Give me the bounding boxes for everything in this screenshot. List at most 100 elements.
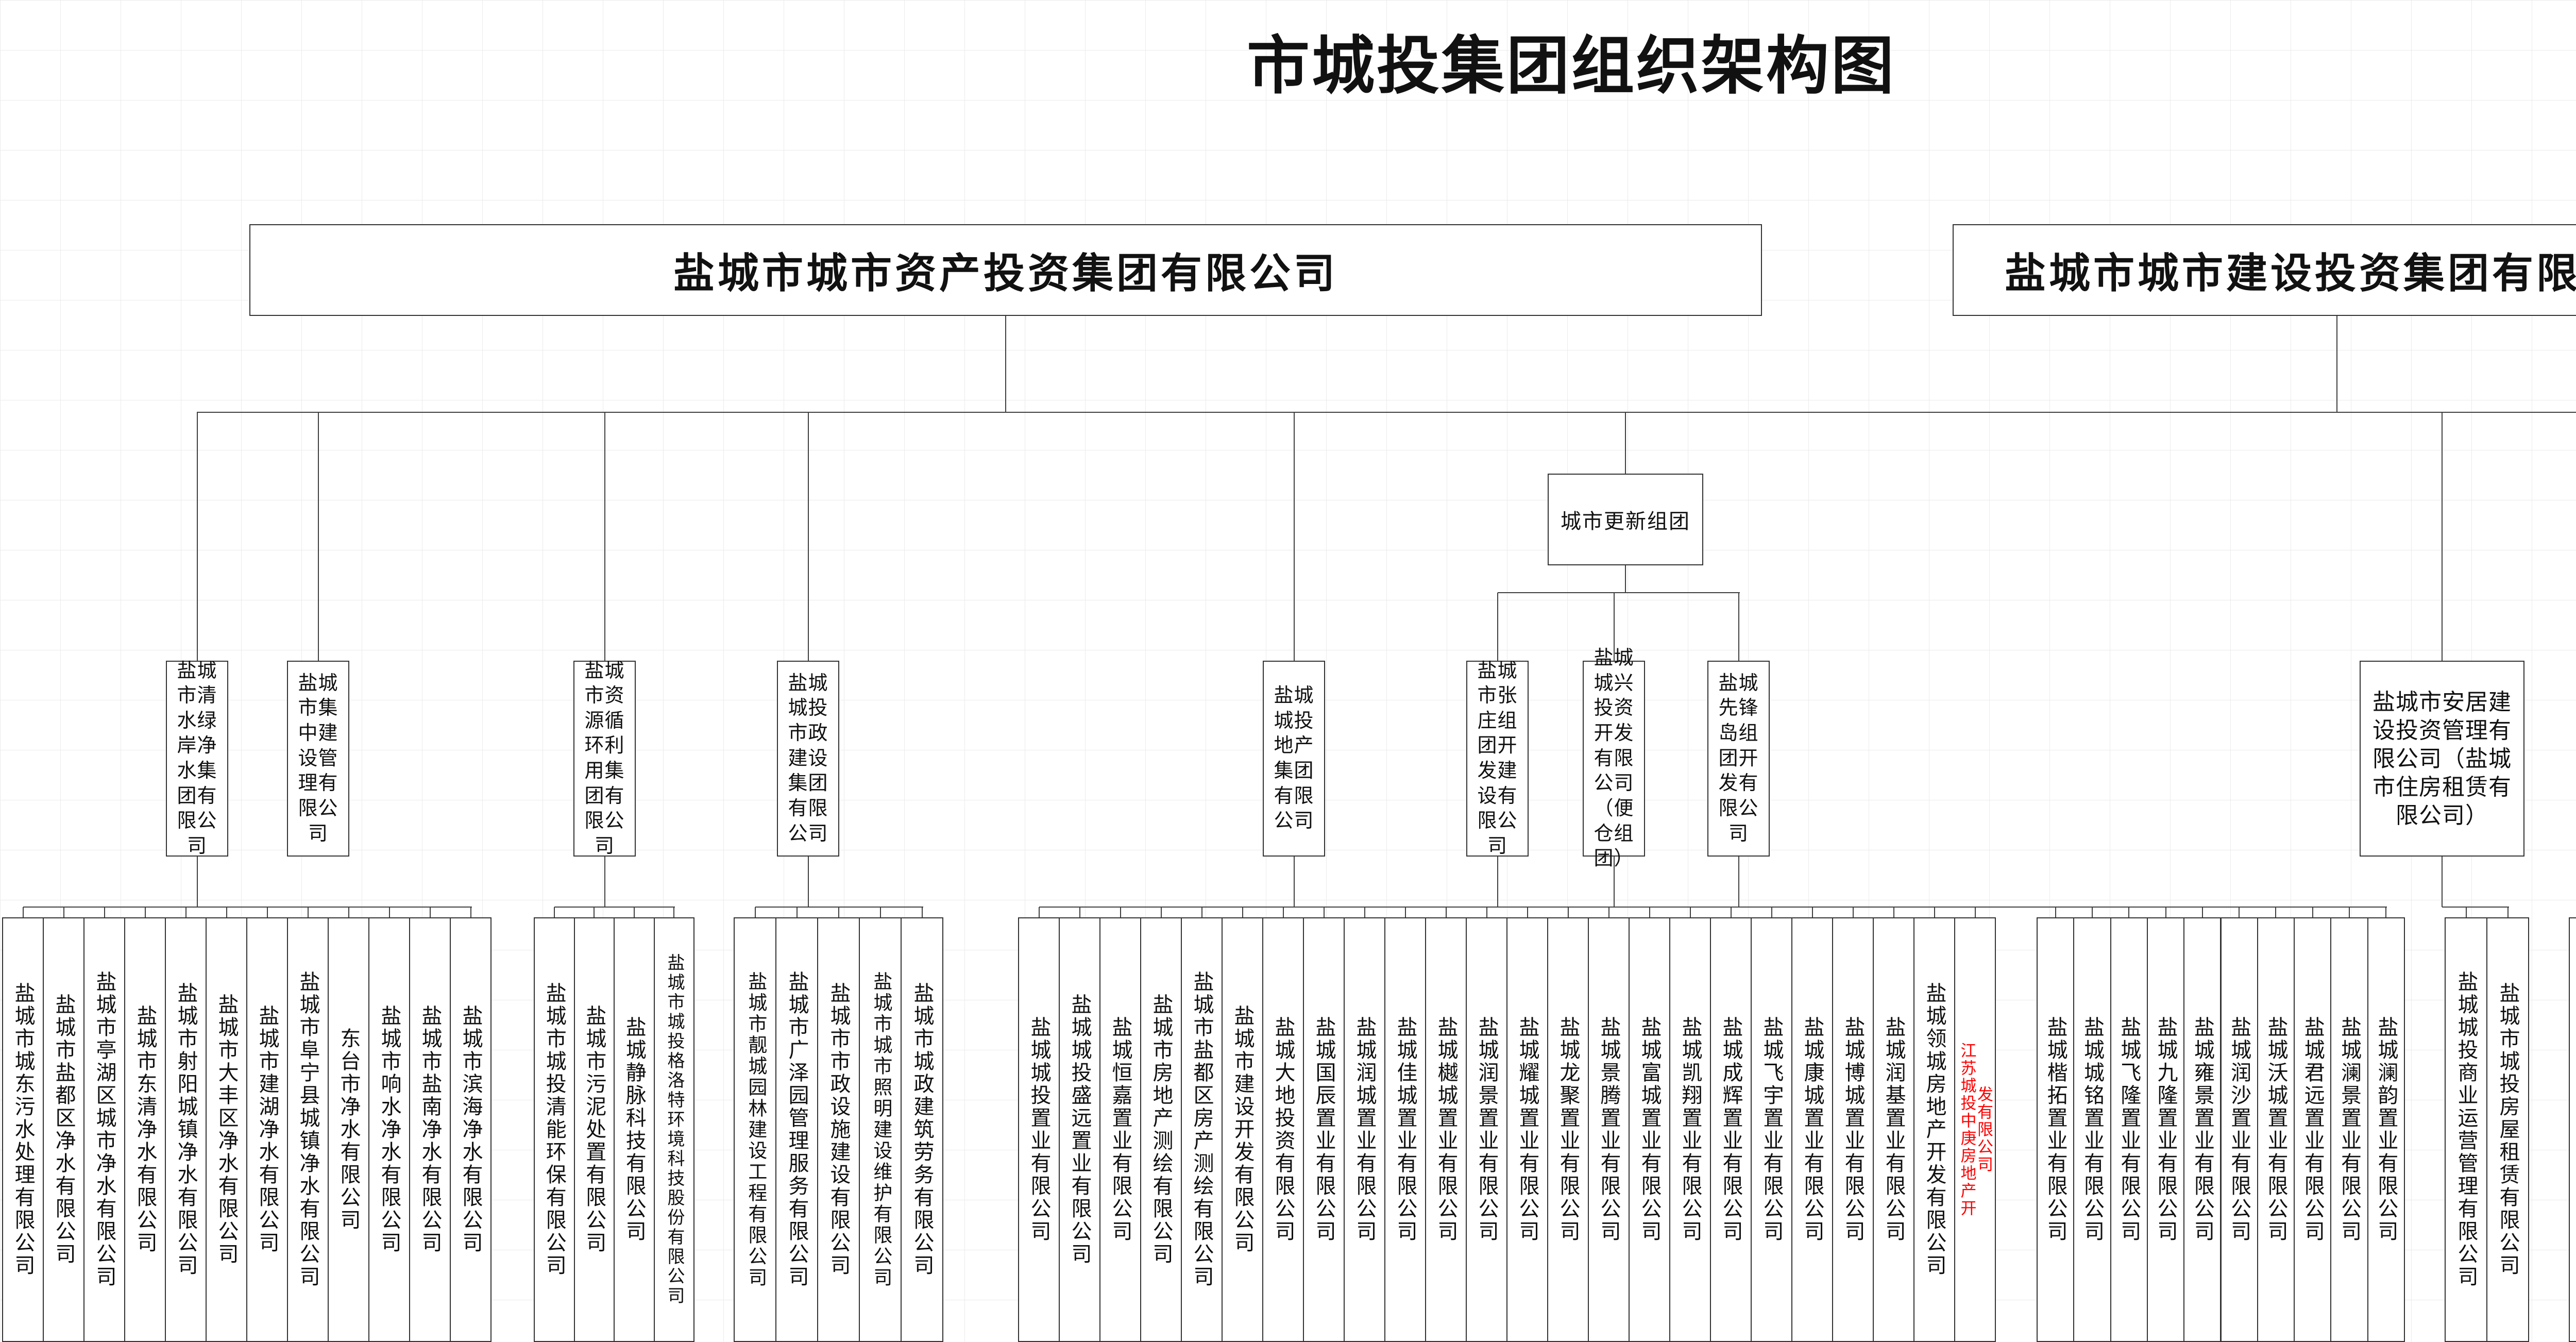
company-label: 盐城樾城置业有限公司: [1434, 1016, 1458, 1243]
company-label: 盐城润城置业有限公司: [1353, 1016, 1377, 1243]
company-label: 盐城市阜宁县城镇净水有限公司: [296, 971, 320, 1288]
connector-line: [2128, 907, 2130, 917]
connector-line: [1934, 907, 1935, 917]
tier2-box-jizhong: 盐城市集中建设管理有限公司: [287, 661, 349, 857]
company-label: 盐城市盐南净水有限公司: [418, 1005, 442, 1254]
connector-line: [1625, 565, 1626, 593]
connector-line: [807, 857, 809, 907]
company-label: 盐城城投盛远置业有限公司: [1068, 994, 1092, 1266]
company-label: 盐城市城市照明建设维护有限公司: [870, 971, 891, 1288]
tier2-box-qingshui: 盐城市清水绿岸净水集团有限公司: [166, 660, 228, 857]
company-label: 盐城市亭湖区城市净水有限公司: [93, 971, 116, 1288]
company-label: 盐城雍景置业有限公司: [2191, 1016, 2214, 1243]
connector-line: [1364, 907, 1365, 917]
company-label: 盐城君远置业有限公司: [2301, 1016, 2325, 1243]
connector-line: [226, 907, 227, 917]
connector-line: [1625, 412, 1626, 474]
parent-left-label: 盐城市城市资产投资集团有限公司: [673, 251, 1338, 297]
connector-line: [554, 907, 675, 908]
connector-line: [1497, 593, 1498, 661]
connector-line: [1738, 857, 1739, 907]
connector-line: [1852, 907, 1854, 917]
connector-line: [429, 907, 431, 917]
company-box: 盐城润景置业有限公司: [1466, 917, 1507, 1342]
company-box: 盐城城投盛远置业有限公司: [1059, 917, 1100, 1342]
connector-line: [1160, 907, 1162, 917]
company-box: 盐城国辰置业有限公司: [1303, 917, 1345, 1342]
company-label: 盐城市滨海净水有限公司: [459, 1005, 483, 1254]
urban-renewal-box: 城市更新组团: [1548, 474, 1703, 565]
company-label: 盐城市市政设施建设有限公司: [827, 982, 851, 1277]
connector-line: [2165, 907, 2166, 917]
company-box: 盐城景腾置业有限公司: [1588, 917, 1630, 1342]
connector-line: [2442, 412, 2443, 661]
company-box: 盐城沃城置业有限公司: [2257, 917, 2295, 1342]
company-label: 东台市净水有限公司: [337, 1028, 361, 1232]
company-label: 盐城九隆置业有限公司: [2154, 1016, 2178, 1243]
connector-line: [196, 412, 198, 661]
company-box: 盐城静脉科技有限公司: [614, 917, 655, 1342]
connector-line: [104, 907, 105, 917]
company-box: 盐城市滨海净水有限公司: [450, 917, 492, 1342]
connector-line: [807, 412, 809, 661]
connector-line: [1282, 907, 1284, 917]
company-label: 盐城佳城置业有限公司: [1394, 1016, 1417, 1243]
connector-line: [1974, 907, 1976, 917]
company-box: 盐城城铭置业有限公司: [2073, 917, 2111, 1342]
connector-line: [754, 907, 756, 917]
company-label: 盐城领城房地产开发有限公司: [1923, 982, 1946, 1277]
company-box: 盐城凯翔置业有限公司: [1669, 917, 1711, 1342]
company-label: 盐城恒嘉置业有限公司: [1109, 1016, 1132, 1243]
connector-line: [1005, 316, 1006, 412]
company-label: 盐城市靓城园林建设工程有限公司: [744, 971, 766, 1288]
connector-line: [1242, 907, 1243, 917]
connector-line: [2507, 907, 2509, 917]
chart-title: 市城投集团组织架构图: [1247, 32, 1896, 102]
company-box: 盐城市东清净水有限公司: [124, 917, 166, 1342]
company-box: 盐城耀城置业有限公司: [1506, 917, 1548, 1342]
connector-line: [1771, 907, 1772, 917]
tier2-box-biancang: 盐城城兴投资开发有限公司（便仓组团）: [1583, 647, 1645, 869]
company-box: 盐城市射阳城镇净水有限公司: [165, 917, 207, 1342]
connector-line: [1567, 907, 1569, 917]
company-label: 盐城楷拓置业有限公司: [2044, 1016, 2067, 1243]
tier2-box-shizheng: 盐城城投市政建设集团有限公司: [777, 661, 839, 857]
connector-line: [2239, 907, 2240, 917]
tier2-label-xianfengdao: 盐城先锋岛组团开发有限公司: [1718, 672, 1759, 845]
company-box: 盐城市房地产测绘有限公司: [1140, 917, 1182, 1342]
company-label: 盐城博城置业有限公司: [1841, 1016, 1865, 1243]
connector-line: [1120, 907, 1121, 917]
parent-right-label: 盐城市城市建设投资集团有限公司: [2005, 251, 2576, 297]
company-box: 东台市净水有限公司: [328, 917, 369, 1342]
connector-line: [2349, 907, 2350, 917]
connector-line: [838, 907, 839, 917]
company-label: 盐城景腾置业有限公司: [1597, 1016, 1621, 1243]
company-label: 盐城澜韵置业有限公司: [2375, 1016, 2398, 1243]
company-box: 盐城恒嘉置业有限公司: [1099, 917, 1141, 1342]
company-label: 盐城市建设开发有限公司: [1231, 1005, 1255, 1254]
connector-line: [673, 907, 675, 917]
company-box: 盐城城投商业运营管理有限公司: [2445, 917, 2487, 1342]
company-label: 盐城大地投资有限公司: [1272, 1016, 1295, 1243]
company-box: 盐城润城置业有限公司: [1344, 917, 1385, 1342]
company-label: 盐城沃城置业有限公司: [2264, 1016, 2288, 1243]
connector-line: [22, 907, 24, 917]
company-box: 盐城市城投房屋租赁有限公司: [2486, 917, 2529, 1342]
connector-line: [2465, 907, 2467, 917]
company-box: 盐城润基置业有限公司: [1873, 917, 1914, 1342]
connector-line: [23, 907, 472, 908]
connector-line: [1497, 907, 2387, 908]
company-box: 盐城君远置业有限公司: [2294, 917, 2332, 1342]
connector-line: [185, 907, 187, 917]
company-box: 盐城成辉置业有限公司: [1710, 917, 1752, 1342]
connector-line: [1689, 907, 1691, 917]
company-box: 盐城市城投清能环保有限公司: [534, 917, 575, 1342]
company-box: 盐城市市政设施建设有限公司: [817, 917, 860, 1342]
tier2-box-anju: 盐城市安居建设投资管理有限公司（盐城市住房租赁有限公司）: [2360, 661, 2524, 857]
connector-line: [1293, 412, 1295, 661]
company-box: 盐城楷拓置业有限公司: [2037, 917, 2075, 1342]
connector-line: [604, 412, 605, 661]
connector-line: [1527, 907, 1528, 917]
connector-line: [879, 907, 881, 917]
company-box: 盐城市城政建筑劳务有限公司: [901, 917, 943, 1342]
